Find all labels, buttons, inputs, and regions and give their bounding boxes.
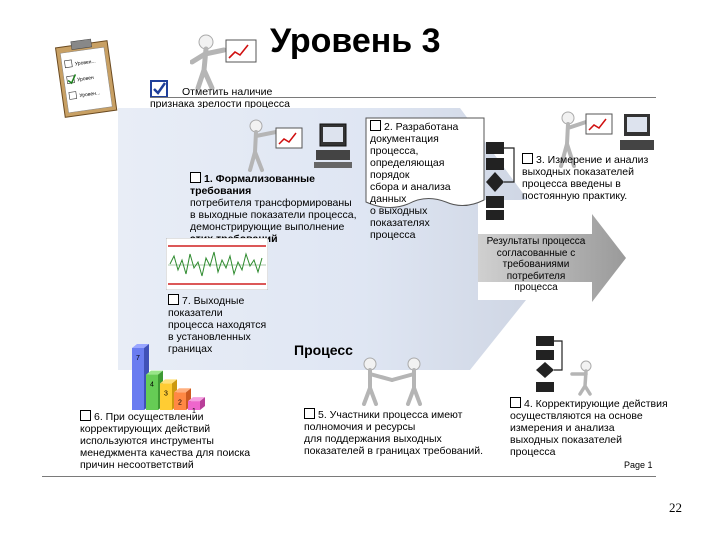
- clipboard-row-3: Уровен...: [79, 90, 100, 99]
- pareto-bar: [146, 374, 158, 410]
- item-6-block: 6. При осуществлении корректирующих дейс…: [80, 410, 280, 471]
- item-7-line-3: процесса находятся: [168, 319, 267, 331]
- pareto-bar-label: 4: [150, 382, 154, 389]
- pareto-bar-top: [174, 388, 191, 393]
- item-2-line-5: о выходных показателях: [370, 205, 430, 229]
- item-4-line-5: процесса: [510, 446, 556, 458]
- item-5-line-2: полномочия и ресурсы: [304, 421, 416, 433]
- item-7-line-4: в установленных: [168, 331, 251, 343]
- control-chart: [166, 238, 268, 290]
- presenter-figure-icon: [190, 34, 257, 90]
- item-5-line-4: показателей в границах требований.: [304, 445, 484, 457]
- top-divider: [150, 97, 656, 98]
- page-number: 22: [669, 500, 682, 515]
- item-1-line-4: демонстрирующие выполнение: [190, 221, 345, 233]
- item-5-line-1: 5. Участники процесса имеют: [318, 409, 463, 421]
- pareto-bar: [188, 401, 200, 410]
- result-line-2: согласованные с: [496, 247, 576, 259]
- item-7-line-1: 7. Выходные: [182, 295, 245, 307]
- item-6-line-5: причин несоответствий: [80, 459, 194, 471]
- item-5-block: 5. Участники процесса имеют полномочия и…: [304, 408, 504, 457]
- document-paper-icon: [365, 117, 485, 208]
- pareto-bar-label: 3: [164, 390, 168, 397]
- clipboard-row-2: Уровен: [77, 75, 95, 83]
- clipboard-icon: Уровен... Уровен Уровен...: [54, 38, 118, 118]
- pareto-bar-top: [160, 379, 177, 384]
- item-1-line-3: в выходные показатели процесса,: [190, 209, 357, 221]
- pareto-bar: [132, 348, 144, 410]
- pareto-bar: [160, 383, 172, 410]
- item-4-block: 4. Корректирующие действия осуществляютс…: [510, 397, 670, 458]
- result-block: Результаты процесса согласованные с треб…: [482, 236, 590, 294]
- flowchart-corrective-icon: [536, 336, 592, 396]
- item-4-line-2: осуществляются на основе: [510, 410, 643, 422]
- item-5-checkbox[interactable]: [304, 408, 315, 419]
- item-2-line-6: процесса: [370, 229, 416, 241]
- item-2-line-4: сбора и анализа данных: [370, 181, 451, 205]
- item-7-checkbox[interactable]: [168, 294, 179, 305]
- item-2-block: 2. Разработана документация процесса, оп…: [370, 120, 484, 241]
- item-6-checkbox[interactable]: [80, 410, 91, 421]
- flowchart-icon: [486, 142, 515, 220]
- item-3-line-1: 3. Измерение и анализ: [536, 154, 649, 166]
- pareto-bar-top: [146, 370, 163, 375]
- item-7-line-2: показатели: [168, 307, 223, 319]
- pareto-bar-label: 7: [136, 355, 140, 362]
- item-3-line-2: выходных показателей: [522, 166, 635, 178]
- pareto-bar: [174, 392, 186, 410]
- item-4-line-4: выходных показателей: [510, 434, 623, 446]
- item-2-line-3: определяющая порядок: [370, 157, 445, 181]
- run-series-line: [169, 251, 263, 277]
- item-3-line-3: процесса введены в: [522, 178, 621, 190]
- item-4-checkbox[interactable]: [510, 397, 521, 408]
- item-3-block: 3. Измерение и анализ выходных показател…: [522, 153, 662, 202]
- result-line-3: требованиями потребителя: [502, 259, 570, 282]
- pareto-bar-label: 1: [192, 408, 196, 414]
- bottom-divider: [42, 476, 656, 477]
- presenter-analysis-icon: [559, 111, 654, 168]
- item-7-block: 7. Выходные показатели процесса находятс…: [168, 294, 278, 355]
- check-label-line1: Отметить наличие: [182, 86, 273, 98]
- item-2-line-1: 2. Разработана: [384, 121, 459, 133]
- item-6-line-1: 6. При осуществлении: [94, 411, 204, 423]
- item-1-checkbox[interactable]: [190, 172, 201, 183]
- handshake-figures-icon: [362, 357, 422, 406]
- item-3-checkbox[interactable]: [522, 153, 533, 164]
- item-1-block: 1. Формализованные требования потребител…: [190, 172, 360, 245]
- pareto-bar-label: 2: [178, 399, 182, 406]
- slide-title: Уровень 3: [270, 22, 441, 60]
- pareto-bar-side: [200, 397, 205, 410]
- item-1-line-2: потребителя трансформированы: [190, 197, 352, 209]
- item-2-checkbox[interactable]: [370, 120, 381, 131]
- page-label: Page 1: [624, 460, 653, 470]
- clipboard-row-1: Уровен...: [75, 59, 96, 68]
- item-4-line-1: 4. Корректирующие действия: [524, 398, 668, 410]
- item-6-line-3: используются инструменты: [80, 435, 214, 447]
- item-1-line-1: 1. Формализованные требования: [190, 173, 315, 197]
- item-5-line-3: для поддержания выходных: [304, 433, 442, 445]
- presenter-computer-icon: [248, 119, 352, 172]
- item-6-line-2: корректирующих действий: [80, 423, 211, 435]
- item-4-line-3: измерения и анализа: [510, 422, 615, 434]
- item-7-line-5: границах: [168, 343, 213, 355]
- check-label-line2: признака зрелости процесса: [150, 98, 290, 110]
- item-2-line-2: документация процесса,: [370, 133, 439, 157]
- process-label: Процесс: [294, 342, 353, 358]
- pareto-bar-top: [132, 344, 149, 348]
- pareto-bar-top: [188, 397, 205, 402]
- item-3-line-4: постоянную практику.: [522, 190, 628, 202]
- result-line-1: Результаты процесса: [486, 236, 586, 247]
- result-line-4: процесса: [514, 282, 558, 293]
- item-6-line-4: менеджмента качества для поиска: [80, 447, 251, 459]
- pareto-chart: 7 4 3 2 1: [132, 344, 205, 414]
